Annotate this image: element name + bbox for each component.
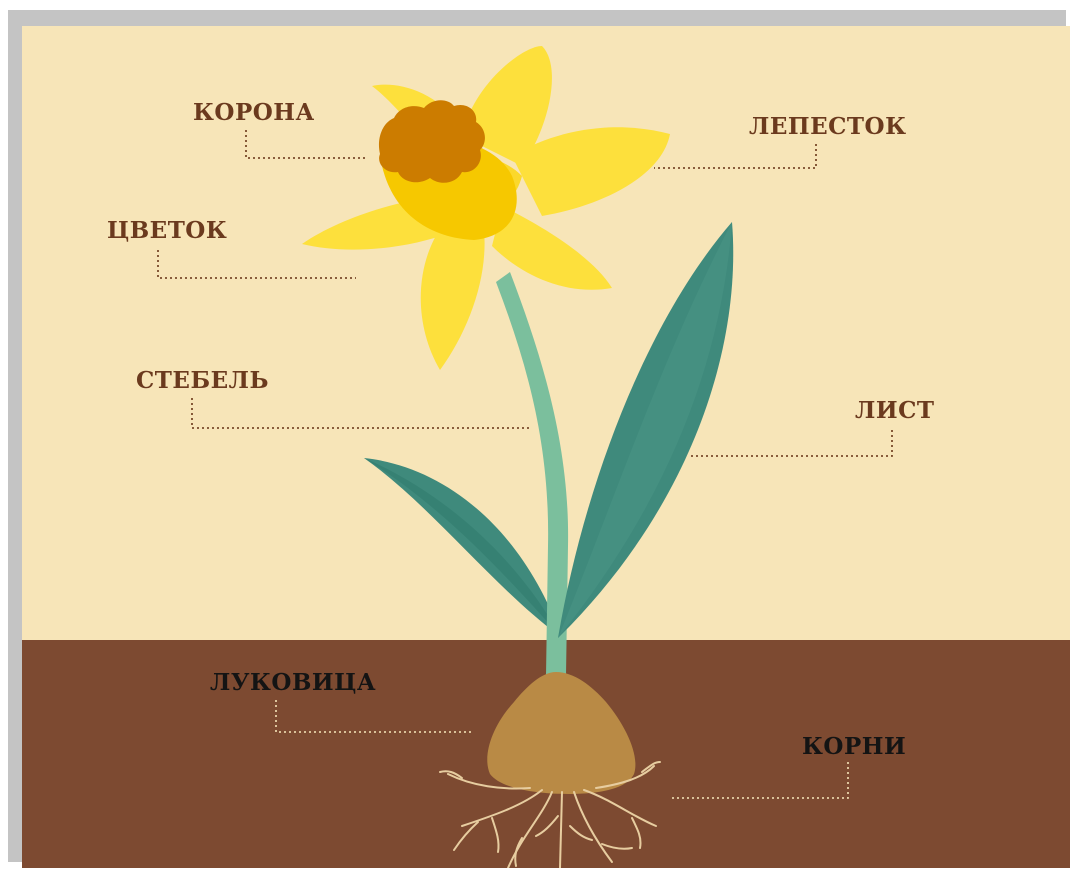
label-petal: ЛЕПЕСТОК: [749, 113, 907, 140]
label-roots: КОРНИ: [802, 733, 906, 760]
label-bulb: ЛУКОВИЦА: [210, 669, 376, 696]
label-corona: КОРОНА: [193, 99, 315, 126]
label-flower: ЦВЕТОК: [107, 217, 227, 244]
sky-background: [22, 26, 1070, 642]
label-leaf: ЛИСТ: [855, 397, 935, 424]
daffodil-diagram: КОРОНА ЛЕПЕСТОК ЦВЕТОК СТЕБЕЛЬ ЛИСТ ЛУКО…: [22, 26, 1070, 868]
label-stem: СТЕБЕЛЬ: [136, 367, 269, 394]
